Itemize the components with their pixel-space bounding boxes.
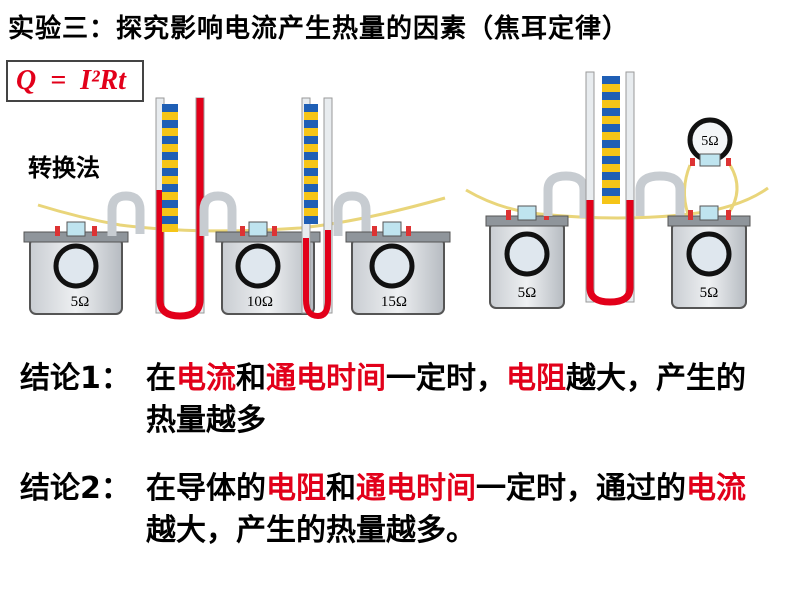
container-15-ohm [345,221,451,315]
text-run: 和 [236,361,266,396]
resistor-label: 10Ω [247,294,273,310]
container-5-ohm-b [667,205,751,309]
conclusion-1: 结论1： 在电流和通电时间一定时，电阻越大，产生的热量越多 [0,358,794,448]
conclusion-1-label: 结论1： [20,361,131,396]
resistor-label: 5Ω [71,294,90,310]
conclusion-1-text: 在电流和通电时间一定时，电阻越大，产生的热量越多 [146,358,766,442]
text-run: 一定时，通过的 [476,471,686,506]
highlight-text: 通电时间 [356,471,476,506]
resistor-label: 5Ω [700,285,719,301]
highlight-text: 电流 [686,471,746,506]
left-setup: 5Ω 10Ω 15Ω [23,97,451,320]
text-run: 越大，产生的热量越多。 [146,513,476,548]
highlight-text: 电阻 [266,471,326,506]
formula-box: Q = I²Rt [6,60,144,102]
resistor-label: 5Ω [518,285,537,301]
text-run: 在导体的 [146,471,266,506]
experiment-apparatus: 5Ω 10Ω 15Ω [23,71,769,320]
conclusion-2-text: 在导体的电阻和通电时间一定时，通过的电流越大，产生的热量越多。 [146,468,766,552]
container-10-ohm [215,221,321,315]
method-label: 转换法 [28,154,100,182]
u-tube-manometer-2 [301,97,371,320]
joule-law-formula: Q = I²Rt [16,65,126,96]
container-5-ohm-a [485,205,569,309]
conclusion-2: 结论2： 在导体的电阻和通电时间一定时，通过的电流越大，产生的热量越多。 [0,468,794,568]
external-5-ohm-resistor [687,117,733,167]
resistor-label: 15Ω [381,294,407,310]
resistor-label: 5Ω [701,134,718,149]
highlight-text: 通电时间 [266,361,386,396]
highlight-text: 电流 [176,361,236,396]
text-run: 一定时， [386,361,506,396]
page-title: 实验三：探究影响电流产生热量的因素（焦耳定律） [8,14,630,44]
text-run: 在 [146,361,176,396]
highlight-text: 电阻 [506,361,566,396]
text-run: 越大，产生的热量越多 [146,361,746,438]
container-5-ohm [23,221,129,315]
text-run: 和 [326,471,356,506]
conclusion-2-label: 结论2： [20,471,131,506]
right-setup: 5Ω 5Ω 5Ω [465,71,769,309]
u-tube-manometer-1 [107,97,237,320]
u-tube-manometer-3 [543,71,685,306]
